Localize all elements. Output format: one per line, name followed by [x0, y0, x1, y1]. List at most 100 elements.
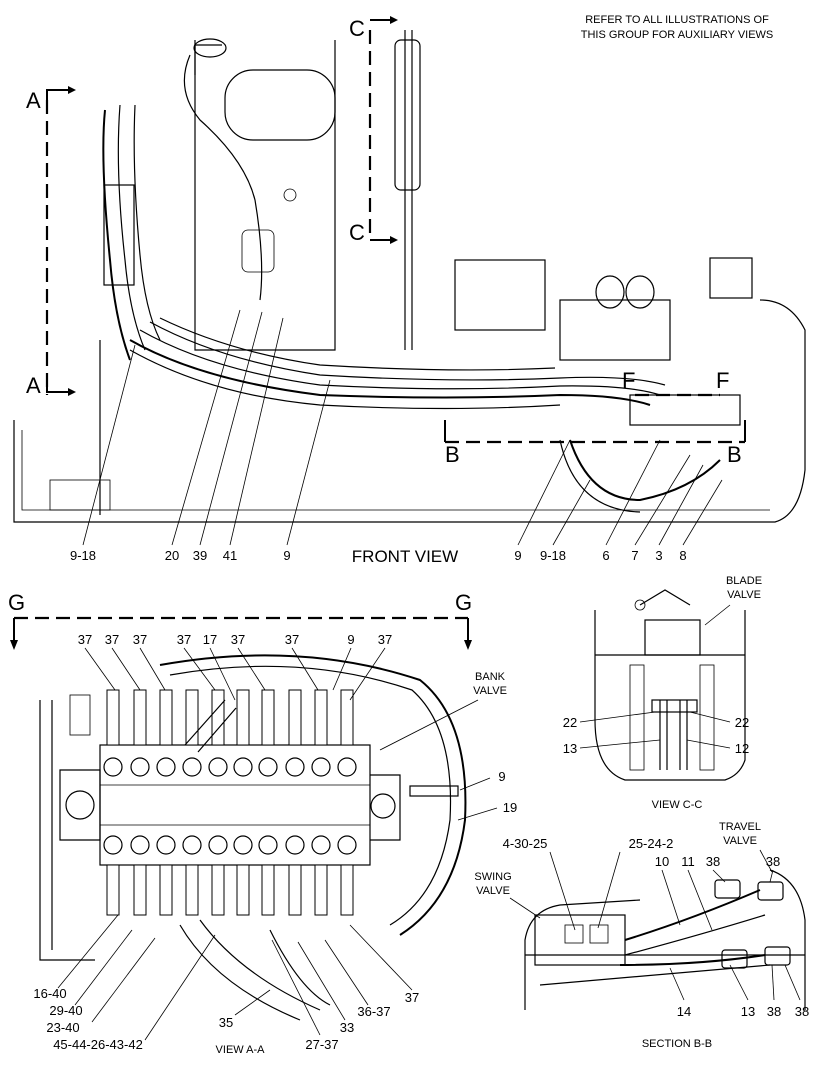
- spool-lower-fitting: [340, 864, 354, 916]
- hose-clamp-9: [409, 785, 459, 797]
- spool-top-port: [130, 757, 150, 777]
- callout-a-37-7: 37: [378, 632, 392, 647]
- view-a-bottom-leaders: [57, 914, 413, 1041]
- callout-a-37-2: 37: [105, 632, 119, 647]
- section-b-hose-3: [619, 954, 766, 966]
- callout-a-9-side-leader: [459, 777, 491, 791]
- callout-b-14: 14: [677, 1004, 691, 1019]
- callout-b-38-a-leader: [712, 869, 726, 883]
- mount-frame-left: [39, 700, 95, 961]
- callout-c-13-leader: [579, 739, 661, 749]
- section-c-top-arrowhead: [390, 16, 398, 24]
- section-c-bottom-arrowhead: [390, 236, 398, 244]
- breather-cap: [193, 38, 227, 58]
- spool-bottom-port: [130, 835, 150, 855]
- hose-loop-outer: [159, 654, 467, 936]
- spool-lower-fitting: [288, 864, 302, 916]
- callout-a-27-37: 27-37: [305, 1037, 338, 1052]
- spool-lower-fitting: [133, 864, 147, 916]
- travel-fitting-3: [721, 949, 748, 969]
- view-c-fittings: [651, 699, 698, 713]
- view-c-outline-right: [630, 610, 746, 781]
- view-a-top-leaders: [84, 647, 386, 701]
- spool-bottom-port: [103, 835, 123, 855]
- section-a-bottom-arrowhead: [68, 388, 76, 396]
- spool-bottom-port: [311, 835, 331, 855]
- bank-valve-label-1: BANK: [475, 671, 506, 683]
- travel-fitting-1: [714, 879, 741, 899]
- callout-b-38-a: 38: [706, 854, 720, 869]
- section-a-bottom-label: A: [26, 373, 41, 398]
- section-b-right-label: B: [727, 442, 742, 467]
- bank-valve-leader: [379, 699, 479, 751]
- front-view-title: FRONT VIEW: [352, 547, 458, 566]
- spool-upper-fitting: [236, 689, 250, 746]
- blade-valve-label-1: BLADE: [726, 575, 762, 587]
- travel-valve-label-1: TRAVEL: [719, 821, 761, 833]
- spool-top-port: [258, 757, 278, 777]
- section-b-title: SECTION B-B: [642, 1038, 712, 1050]
- callout-b-14-leader: [669, 967, 685, 1001]
- callout-b-4-30-25: 4-30-25: [503, 836, 548, 851]
- callout-b-11: 11: [681, 854, 695, 869]
- accumulator-1: [595, 275, 625, 309]
- main-hose-5: [129, 349, 561, 410]
- callout-b-38-d: 38: [795, 1004, 809, 1019]
- tank-panel-top: [194, 44, 222, 75]
- spool-bottom-port: [208, 835, 228, 855]
- lower-hose-c: [269, 929, 331, 1006]
- valve-bank-inlet: [65, 790, 95, 820]
- lower-hose-b: [179, 924, 301, 1021]
- view-c-hose-left: [659, 700, 668, 770]
- tank-panel: [194, 40, 336, 351]
- view-c-c: BLADE VALVE 22 22 13 12 VIEW C-C: [563, 575, 762, 811]
- spool-top-port: [233, 757, 253, 777]
- view-c-post-left: [629, 664, 645, 771]
- blade-valve-body: [644, 619, 701, 656]
- frame-outline: [13, 299, 806, 523]
- callout-a-29-40: 29-40: [49, 1003, 82, 1018]
- callout-b-10-leader: [661, 869, 681, 926]
- section-b-outline-right: [769, 869, 806, 1010]
- left-hose-2: [117, 104, 146, 351]
- callout-a-16-40: 16-40: [33, 986, 66, 1001]
- section-b-outline-left: [524, 899, 641, 1010]
- view-c-outline-left: [594, 610, 630, 781]
- spool-lower-fitting: [261, 864, 275, 916]
- callout-39: 39: [193, 548, 207, 563]
- callout-9-18-right: 9-18: [540, 548, 566, 563]
- section-g-right-label: G: [455, 590, 472, 615]
- spool-top-port: [156, 757, 176, 777]
- pilot-fittings: [394, 39, 421, 191]
- swing-valve-leader: [509, 897, 541, 919]
- accumulator-2: [625, 275, 655, 309]
- spool-lower-fitting: [236, 864, 250, 916]
- section-a-top-label: A: [26, 88, 41, 113]
- f-block: [629, 394, 741, 426]
- left-hose-clamp: [103, 184, 135, 286]
- spool-lower-fitting: [185, 864, 199, 916]
- section-b-left-label: B: [445, 442, 460, 467]
- callout-b-38-b: 38: [766, 854, 780, 869]
- spool-top-port: [182, 757, 202, 777]
- spool-upper-fitting: [314, 689, 328, 746]
- callout-7: 7: [631, 548, 638, 563]
- lower-hose: [569, 439, 721, 502]
- section-b-hose-2: [624, 914, 766, 956]
- spool-bottom-port: [285, 835, 305, 855]
- callout-20: 20: [165, 548, 179, 563]
- spool-lower-fitting: [106, 864, 120, 916]
- spool-bottom-port: [337, 835, 357, 855]
- section-g-left-label: G: [8, 590, 25, 615]
- callout-c-22-right-leader: [689, 711, 731, 723]
- callout-a-9-side: 9: [498, 769, 505, 784]
- bank-valve-label-2: VALVE: [473, 685, 507, 697]
- section-b-b: SWING VALVE TRAVEL VALVE 4-30-25 25-24-2…: [474, 821, 809, 1050]
- vent-line: [183, 54, 263, 301]
- callout-a-33: 33: [340, 1020, 354, 1035]
- callout-b-11-leader: [687, 869, 713, 931]
- callout-a-36-37: 36-37: [357, 1004, 390, 1019]
- callout-a-19-leader: [457, 807, 498, 821]
- spool-bottom-port: [233, 835, 253, 855]
- section-f-left-label: F: [622, 368, 635, 393]
